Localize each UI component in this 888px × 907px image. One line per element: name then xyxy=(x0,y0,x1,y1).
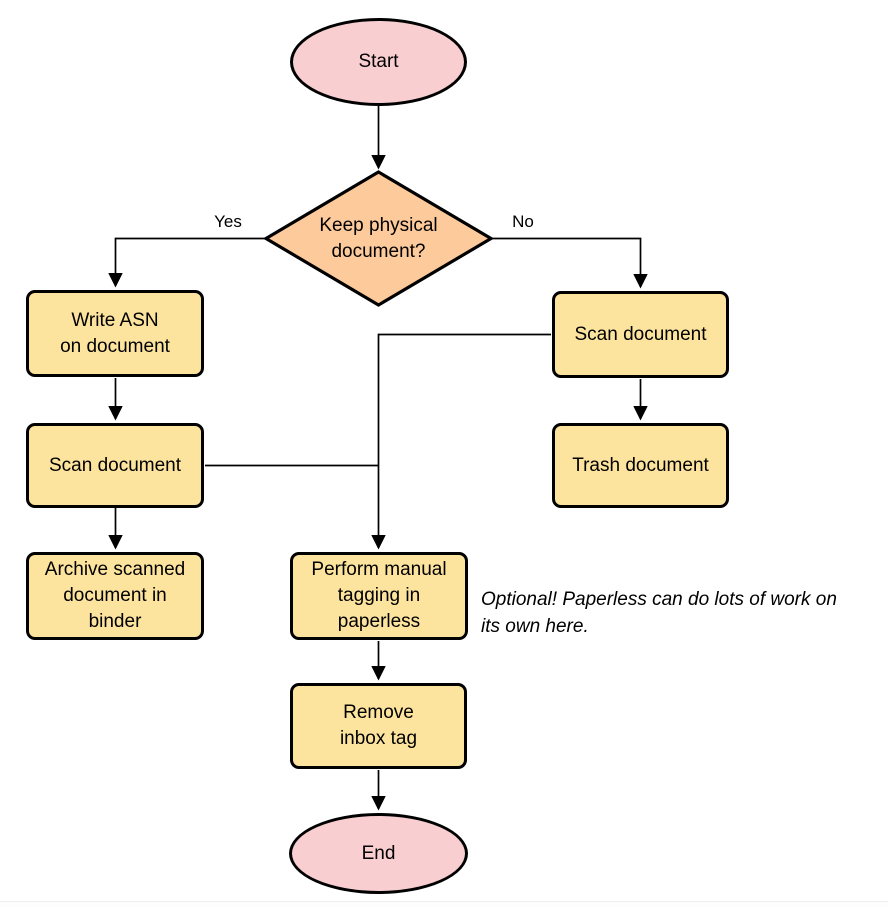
bottom-divider xyxy=(0,901,888,907)
node-tagging: Perform manual tagging in paperless xyxy=(290,552,468,640)
optional-note: Optional! Paperless can do lots of work … xyxy=(481,589,837,637)
node-write-asn: Write ASN on document xyxy=(26,290,204,377)
edge-label-yes: Yes xyxy=(208,212,248,231)
edge-decision-yes-to-write-asn xyxy=(108,237,266,288)
edge-label-no: No xyxy=(504,212,542,231)
node-scan-left: Scan document xyxy=(26,423,204,508)
node-end: End xyxy=(289,813,468,894)
node-trash: Trash document xyxy=(552,423,729,508)
edge-scan-right-to-tagging xyxy=(371,333,551,550)
decision-diamond-shape xyxy=(262,170,495,307)
node-decision-label: Keep physical document? xyxy=(319,214,438,262)
node-remove-inbox: Remove inbox tag xyxy=(290,683,467,769)
node-start: Start xyxy=(290,18,467,106)
edge-decision-no-to-scan-right xyxy=(490,237,648,289)
node-archive: Archive scanned document in binder xyxy=(26,552,204,640)
node-scan-right: Scan document xyxy=(552,291,729,378)
